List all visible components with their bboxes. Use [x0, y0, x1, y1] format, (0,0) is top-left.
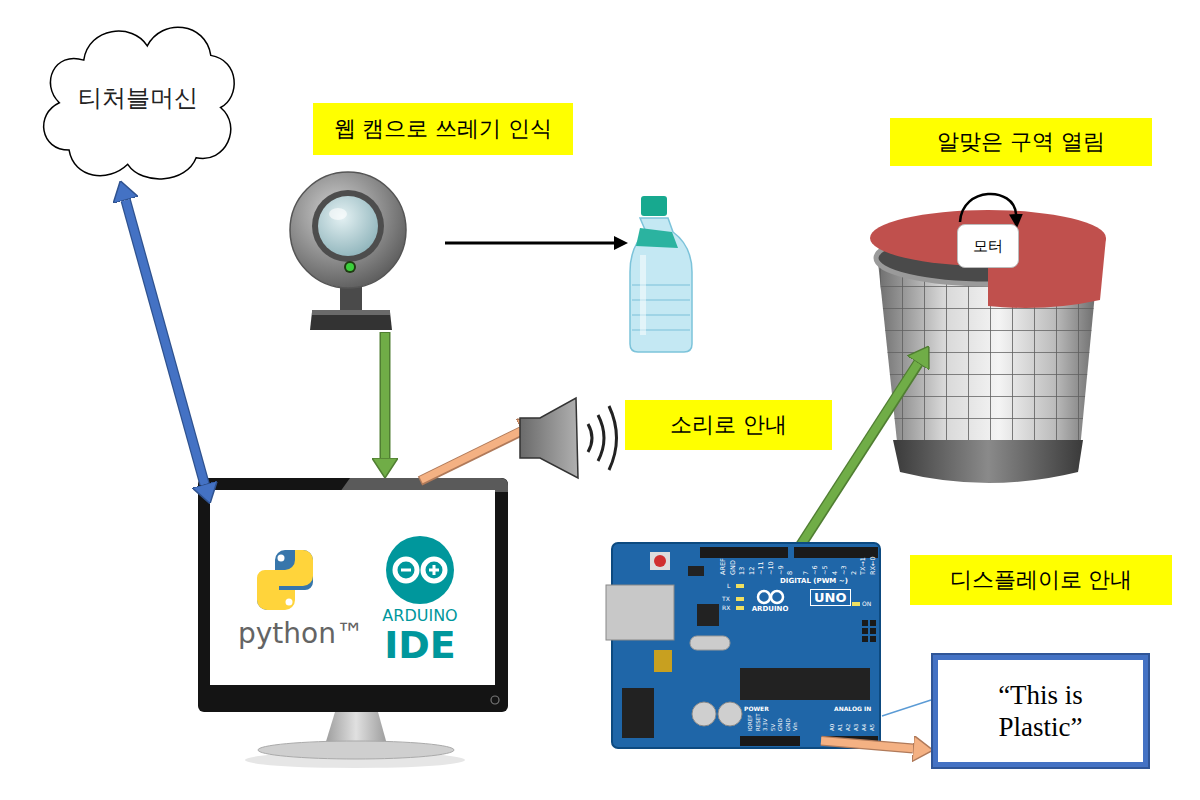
signal-arrow [385, 332, 386, 459]
pin-label: A1 [838, 724, 844, 731]
pin-label: 2 [851, 571, 858, 575]
arduino-uno: DIGITAL (PWM ~) ARDUINO UNO POWER ANALOG IN [612, 543, 880, 748]
pin-label: ~9 [778, 565, 785, 575]
caption-box: 디스플레이로 안내 [910, 555, 1172, 605]
pin-label: RX [722, 605, 730, 611]
logo-text: DIGITAL (PWM ~) [780, 578, 848, 585]
connector-line [821, 741, 913, 749]
control-arrow [797, 362, 919, 551]
logo-text: ARDUINO [752, 606, 789, 613]
pin-label: AREF [720, 558, 727, 575]
node-label: 모터 [973, 237, 1003, 255]
pin-label: ~3 [841, 565, 848, 575]
webcam [290, 172, 406, 330]
pin-label: A5 [870, 724, 876, 731]
pin-label: A3 [854, 724, 860, 731]
pin-label: ~10 [768, 561, 775, 575]
pin-label: A2 [846, 724, 852, 731]
pin-label: GND [786, 718, 792, 731]
pin-label: IOREF [748, 715, 754, 731]
connector-line [126, 200, 205, 484]
display-box: “This is Plastic” [933, 655, 1148, 767]
caption-box: 웹 캠으로 쓰레기 인식 [313, 103, 573, 155]
pin-label: TX→1 [860, 557, 867, 575]
monitor-screen: python™ ARDUINO IDE [210, 490, 495, 685]
node-label: 소리로 안내 [670, 412, 787, 438]
pin-label: TX [722, 596, 730, 602]
cloud-service: 티처블머신 [30, 8, 245, 188]
sight-arrow [445, 242, 614, 245]
pin-label: A4 [862, 724, 868, 731]
pin-label: 4 [832, 571, 839, 575]
connector-arrow [821, 741, 913, 749]
node-label: 알맞은 구역 열림 [937, 129, 1105, 155]
cloud-outline [30, 8, 245, 188]
pin-label: 5V [771, 724, 777, 731]
pin-label: Vin [793, 722, 799, 731]
logo-text: POWER [744, 706, 769, 712]
pin-label: ~11 [758, 561, 765, 575]
sound-arrow [420, 431, 522, 481]
pin-label: ON [862, 601, 871, 607]
connector-arrow [126, 200, 205, 484]
node-label: 디스플레이로 안내 [950, 567, 1133, 593]
monitor [198, 478, 508, 768]
pin-label: ~6 [812, 565, 819, 575]
node-label: 웹 캠으로 쓰레기 인식 [334, 116, 553, 142]
connector-outline [821, 741, 913, 749]
speaker [520, 398, 617, 478]
pin-label: 8 [787, 571, 794, 575]
connector-outline [126, 200, 205, 484]
pin-label: GND [778, 718, 784, 731]
caption-box: 알맞은 구역 열림 [890, 118, 1152, 166]
leader-line [882, 700, 931, 716]
pin-label: A0 [830, 724, 836, 731]
node-label: 티처블머신 [78, 84, 198, 113]
logo-text: IDE [384, 626, 456, 664]
arduino-board [606, 543, 880, 748]
caption-box: 소리로 안내 [625, 400, 832, 450]
pin-label: RESET [756, 713, 762, 731]
motor-box: 모터 [957, 224, 1019, 268]
plastic-bottle [630, 196, 692, 352]
pin-label: 13 [739, 567, 746, 575]
trash-can [870, 194, 1110, 483]
pin-label: ~5 [822, 565, 829, 575]
logo-text: python™ [238, 620, 364, 648]
logo-text: ANALOG IN [834, 706, 871, 712]
pin-label: GND [730, 560, 737, 575]
node-label: “This is Plastic” [966, 679, 1116, 744]
logo-text: UNO [810, 589, 851, 606]
pin-label: L [727, 583, 730, 589]
logo-text: ARDUINO [382, 608, 457, 624]
pin-label: 12 [749, 567, 756, 575]
pin-label: 3.3V [763, 718, 769, 731]
pin-label: RX←0 [870, 556, 877, 575]
pin-label: 7 [803, 571, 810, 575]
